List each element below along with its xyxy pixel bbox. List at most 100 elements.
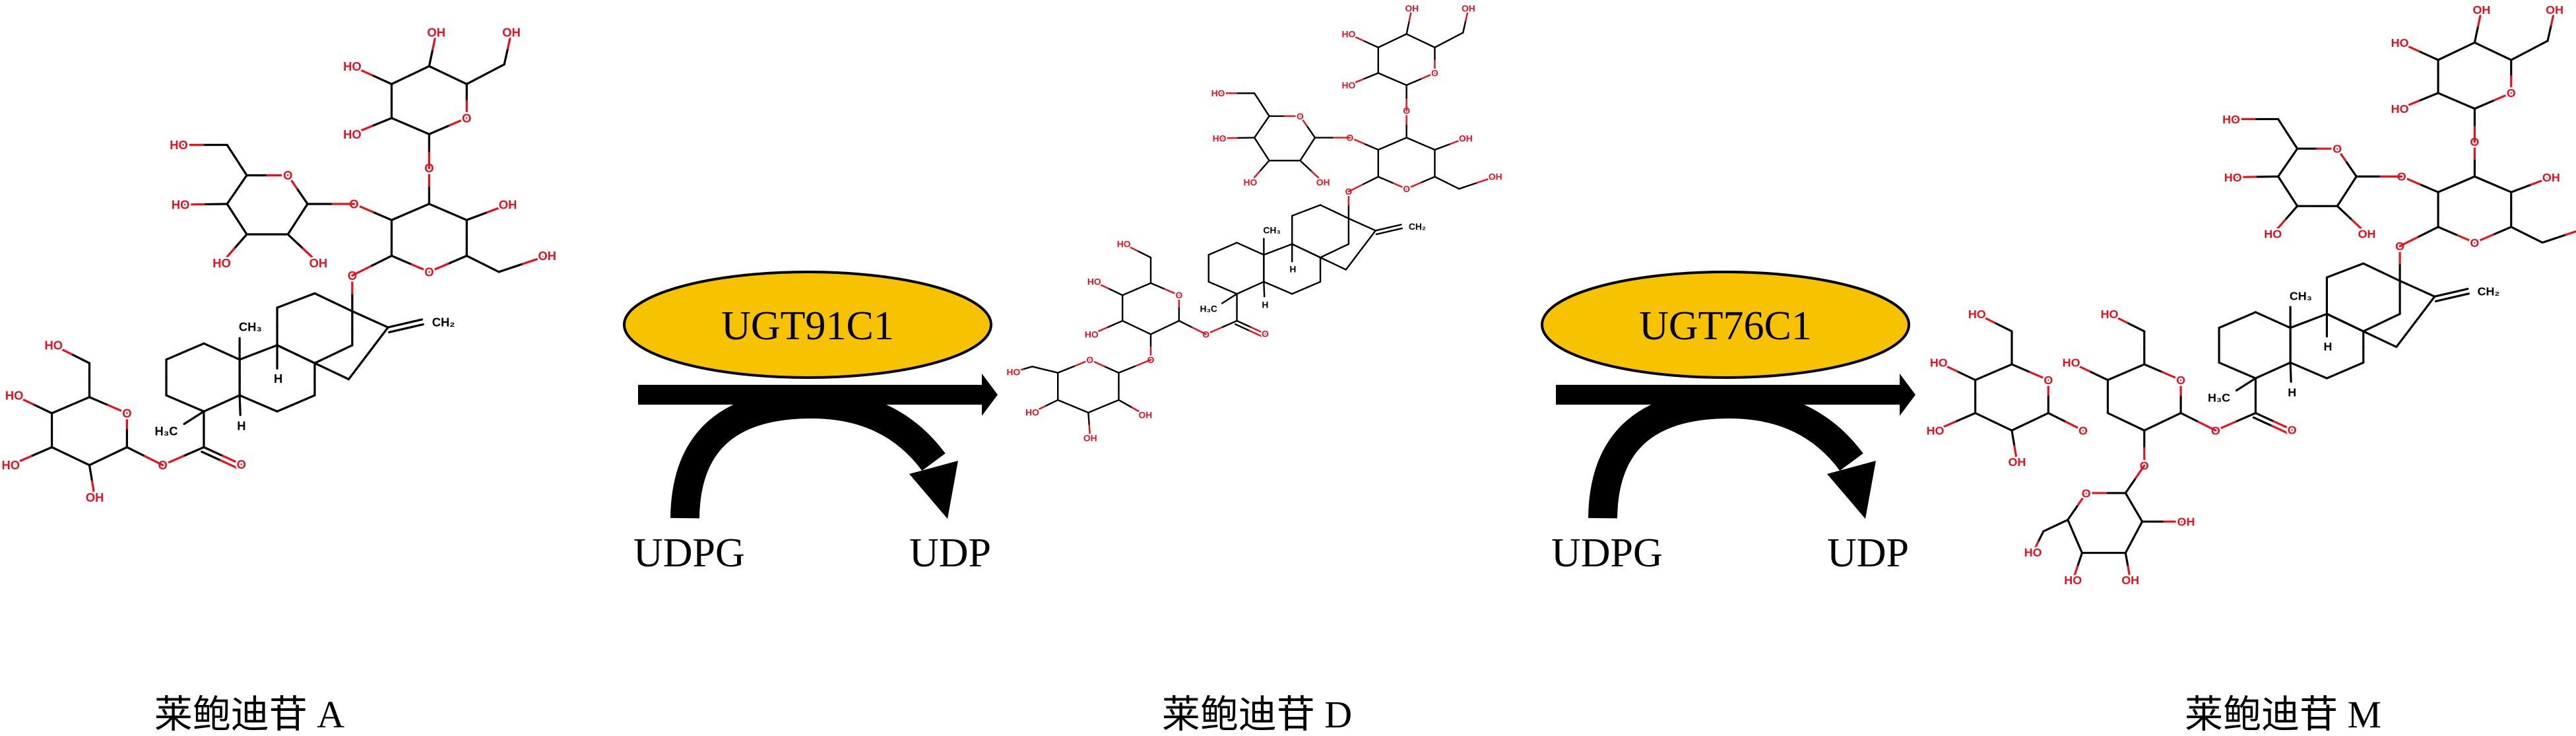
bond bbox=[1122, 243, 1138, 252]
bond bbox=[486, 203, 509, 214]
bond bbox=[239, 404, 242, 417]
bond bbox=[2510, 49, 2530, 61]
bond bbox=[182, 446, 205, 457]
bond bbox=[2362, 321, 2383, 333]
bond bbox=[1363, 72, 1379, 81]
bond bbox=[276, 402, 298, 413]
bond bbox=[2346, 161, 2358, 178]
bond bbox=[1291, 286, 1307, 295]
bond bbox=[2143, 420, 2164, 432]
bond bbox=[1253, 137, 1263, 151]
bond bbox=[161, 455, 185, 467]
atom-label-oh: OH bbox=[2121, 574, 2139, 587]
bond bbox=[1377, 40, 1394, 49]
bond bbox=[2325, 269, 2346, 279]
bond bbox=[2380, 271, 2401, 283]
bond bbox=[1405, 78, 1422, 86]
bond bbox=[2236, 311, 2257, 321]
atom-label-o: O bbox=[2470, 236, 2479, 250]
bond bbox=[2254, 175, 2280, 178]
bond bbox=[1956, 370, 1977, 382]
atom-label-oh: OH bbox=[427, 25, 445, 39]
bond bbox=[371, 74, 393, 85]
bond bbox=[1253, 92, 1263, 106]
atom-label-o: O bbox=[1175, 290, 1182, 300]
bond bbox=[1934, 420, 1956, 432]
bond bbox=[1974, 412, 1995, 423]
bond bbox=[313, 352, 335, 364]
bond bbox=[2037, 530, 2045, 543]
bond bbox=[1118, 365, 1136, 374]
bond bbox=[390, 211, 412, 221]
bond bbox=[447, 117, 468, 127]
atom-label-ho: HO bbox=[1927, 424, 1945, 437]
bond bbox=[70, 352, 91, 364]
atom-label-ho: HO bbox=[172, 198, 190, 212]
bond bbox=[2143, 363, 2164, 374]
atom-label-ho: HO bbox=[5, 388, 24, 402]
atom-label-h: H bbox=[2324, 340, 2333, 353]
bond bbox=[2011, 420, 2032, 432]
atom-label-ch2: CH₂ bbox=[2478, 285, 2500, 298]
bond bbox=[1448, 32, 1464, 41]
bond bbox=[1249, 170, 1261, 184]
bond bbox=[107, 446, 129, 457]
bond bbox=[1319, 204, 1336, 213]
bond bbox=[1462, 19, 1467, 34]
atom-label-h: H bbox=[2288, 385, 2296, 399]
bond bbox=[201, 450, 222, 462]
bond bbox=[1121, 288, 1138, 296]
atom-label-oh: OH bbox=[499, 198, 517, 212]
bond bbox=[2124, 536, 2135, 554]
bond bbox=[1405, 137, 1422, 145]
atom-label-oh: OH bbox=[2473, 3, 2491, 17]
bond bbox=[1363, 176, 1379, 185]
bond bbox=[296, 188, 309, 205]
bond bbox=[2289, 361, 2292, 374]
bond bbox=[2492, 183, 2513, 193]
bond bbox=[1306, 126, 1316, 139]
bond bbox=[2362, 330, 2381, 341]
atom-label-ho: HO bbox=[170, 138, 188, 152]
bond bbox=[88, 455, 110, 467]
bond bbox=[2214, 420, 2237, 432]
bond bbox=[351, 125, 373, 135]
atom-label-ho: HO bbox=[2222, 113, 2240, 126]
atom-label-o: O bbox=[2333, 143, 2342, 156]
bond bbox=[1261, 148, 1270, 162]
bond bbox=[2437, 226, 2458, 236]
atom-label-h: H bbox=[1262, 299, 1268, 310]
cosubstrate-label: UDPG bbox=[633, 531, 745, 576]
bond bbox=[2510, 184, 2532, 193]
bond bbox=[2380, 312, 2401, 324]
bond bbox=[313, 292, 335, 304]
bond bbox=[1974, 371, 1995, 382]
atom-label-ho: HO bbox=[44, 339, 63, 352]
bond bbox=[371, 117, 393, 127]
bond bbox=[2433, 291, 2453, 298]
bond bbox=[2254, 311, 2274, 321]
bond bbox=[1449, 137, 1467, 145]
bond bbox=[2344, 262, 2365, 272]
bond bbox=[347, 352, 370, 381]
bond bbox=[371, 254, 393, 267]
bond bbox=[2510, 226, 2528, 236]
bond bbox=[1299, 160, 1313, 172]
bond bbox=[1164, 319, 1180, 329]
enzyme-ellipse bbox=[1541, 271, 1910, 379]
bond bbox=[2032, 541, 2040, 554]
bond bbox=[2307, 312, 2329, 322]
atom-label-o: O bbox=[2078, 424, 2088, 437]
bond bbox=[1221, 286, 1238, 295]
bond bbox=[2399, 41, 2420, 53]
bond bbox=[2325, 312, 2346, 324]
